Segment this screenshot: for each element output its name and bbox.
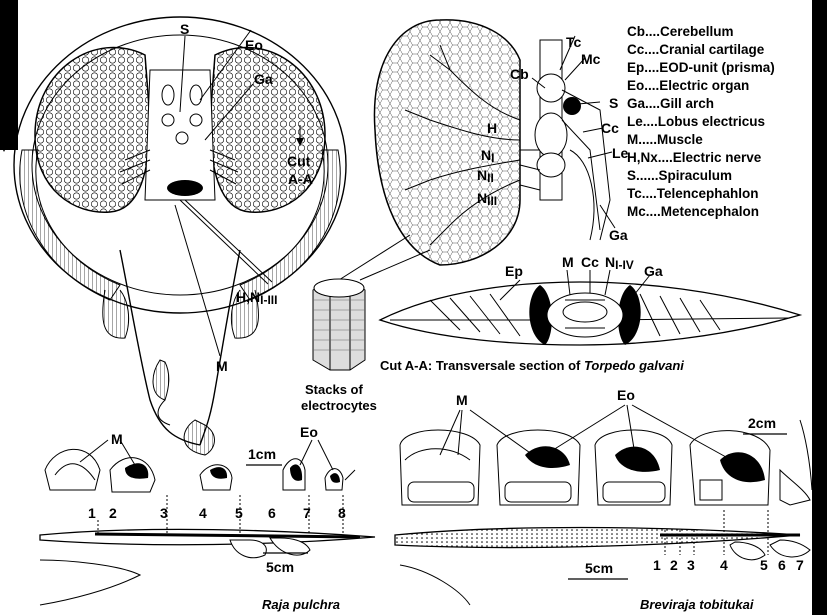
label-cb: Cb xyxy=(510,66,529,82)
section-caption-species: Torpedo galvani xyxy=(584,358,684,373)
label-ga-top: Ga xyxy=(254,71,273,87)
species-breviraja: Breviraja tobitukai xyxy=(640,597,754,612)
raja-number-6: 6 xyxy=(268,505,276,521)
scale-5cm-brevi: 5cm xyxy=(585,560,613,576)
legend-item-s: S......Spiraculum xyxy=(627,168,732,183)
legend-item-ga: Ga....Gill arch xyxy=(627,96,714,111)
label-m-sec: M xyxy=(562,254,574,270)
label-cc-sec: Cc xyxy=(581,254,599,270)
label-n-i-sub: I xyxy=(491,151,494,165)
torpedo-brain-closeup xyxy=(320,20,615,292)
label-s-brain: S xyxy=(609,95,618,111)
raja-pulchra-drawing xyxy=(40,440,375,605)
label-mc: Mc xyxy=(581,51,601,67)
legend-item-mc: Mc....Metencephalon xyxy=(627,204,759,219)
stacks-label-line1: Stacks of xyxy=(305,382,363,397)
brevi-number-5: 5 xyxy=(760,557,768,573)
raja-number-3: 3 xyxy=(160,505,168,521)
scale-1cm: 1cm xyxy=(248,446,276,462)
section-caption: Cut A-A: Transversale section of Torpedo… xyxy=(380,358,684,373)
label-eo-raja: Eo xyxy=(300,424,318,440)
legend-item-tc: Tc....Telencephahlon xyxy=(627,186,759,201)
section-caption-text: Cut A-A: Transversale section of xyxy=(380,358,584,373)
legend-item-ep: Ep....EOD-unit (prisma) xyxy=(627,60,775,75)
label-m-ray: M xyxy=(216,358,228,374)
brevi-number-6: 6 xyxy=(778,557,786,573)
scale-5cm-raja: 5cm xyxy=(266,559,294,575)
label-n-i-iv-sub: I-IV xyxy=(615,258,634,272)
label-m-raja: M xyxy=(111,431,123,447)
label-n-i-main: N xyxy=(481,147,491,163)
label-cut-aa: A-A xyxy=(288,171,313,187)
label-ep: Ep xyxy=(505,263,523,279)
brevi-number-7: 7 xyxy=(796,557,804,573)
brevi-number-3: 3 xyxy=(687,557,695,573)
label-cc-brain: Cc xyxy=(601,120,619,136)
raja-number-8: 8 xyxy=(338,505,346,521)
label-m-brevi: M xyxy=(456,392,468,408)
scale-2cm: 2cm xyxy=(748,415,776,431)
label-n-i-iv-main: N xyxy=(605,254,615,270)
label-s-top: S xyxy=(180,21,189,37)
brevi-number-2: 2 xyxy=(670,557,678,573)
black-corner-left xyxy=(0,0,18,150)
legend-item-eo: Eo....Electric organ xyxy=(627,78,749,93)
legend: Cb....Cerebellum Cc....Cranial cartilage… xyxy=(627,24,775,219)
label-cut: Cut xyxy=(287,153,311,169)
label-eo-brevi: Eo xyxy=(617,387,635,403)
label-ga-brain: Ga xyxy=(609,227,628,243)
label-n-iii-sub: III xyxy=(487,194,497,208)
label-h-n: H,NI-III xyxy=(236,289,277,307)
label-h: H xyxy=(487,120,497,136)
torpedo-dorsal-view xyxy=(0,17,346,455)
label-ga-sec: Ga xyxy=(644,263,663,279)
raja-number-5: 5 xyxy=(235,505,243,521)
stacks-label-line2: electrocytes xyxy=(301,398,377,413)
brevi-number-4: 4 xyxy=(720,557,728,573)
raja-number-4: 4 xyxy=(199,505,207,521)
raja-number-1: 1 xyxy=(88,505,96,521)
legend-item-le: Le....Lobus electricus xyxy=(627,114,765,129)
label-tc: Tc xyxy=(566,34,582,50)
label-eo-top: Eo xyxy=(245,37,263,53)
legend-item-cb: Cb....Cerebellum xyxy=(627,24,734,39)
legend-item-cc: Cc....Cranial cartilage xyxy=(627,42,765,57)
label-n-iii-main: N xyxy=(477,190,487,206)
transverse-section xyxy=(380,270,800,345)
label-n-i-iv: NI-IV xyxy=(605,254,634,272)
raja-number-2: 2 xyxy=(109,505,117,521)
legend-item-m: M.....Muscle xyxy=(627,132,703,147)
label-h-n-sub: I-III xyxy=(260,293,277,307)
species-raja: Raja pulchra xyxy=(262,597,340,612)
brevi-number-1: 1 xyxy=(653,557,661,573)
label-h-n-main: H,N xyxy=(236,289,260,305)
label-n-ii-sub: II xyxy=(487,171,494,185)
legend-item-hnx: H,Nx....Electric nerve xyxy=(627,150,762,165)
raja-number-7: 7 xyxy=(303,505,311,521)
electrocyte-stacks xyxy=(313,279,365,370)
black-corner-right xyxy=(812,0,827,615)
label-n-ii-main: N xyxy=(477,167,487,183)
